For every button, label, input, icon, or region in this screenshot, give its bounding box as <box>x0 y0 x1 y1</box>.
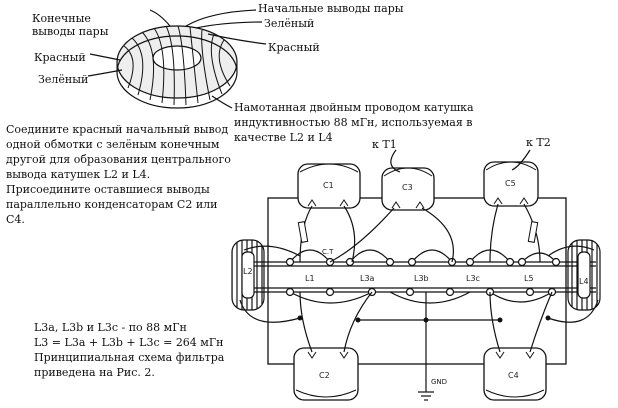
instructions-text: Соедините красный начальный вывод одной … <box>6 123 231 226</box>
coil-label-l4: L4 <box>579 277 589 286</box>
note-line: приведена на Рис. 2. <box>34 366 155 379</box>
capacitor-c2 <box>293 347 359 401</box>
capacitor-c4 <box>483 347 547 401</box>
left-green-label: Зелёный <box>38 73 89 86</box>
end-leads-label: Конечные выводы пары <box>32 12 109 38</box>
capacitor-label-c4: C4 <box>508 371 519 380</box>
capacitor-label-c1: C1 <box>323 181 334 190</box>
resistor-left <box>297 221 309 243</box>
inductor-label-l3a: L3a <box>360 274 375 283</box>
note-line: L3a, L3b и L3c - по 88 мГн <box>34 321 187 334</box>
toroid-description: Намотанная двойным проводом катушка инду… <box>234 101 474 144</box>
ground-icon <box>418 378 434 401</box>
capacitor-label-c3: C3 <box>402 183 413 192</box>
ground-label: GND <box>431 378 447 386</box>
bus-rails <box>244 261 596 293</box>
note-line: Принципиальная схема фильтра <box>34 351 225 364</box>
right-red-label: Красный <box>268 41 320 54</box>
capacitor-label-c2: C2 <box>319 371 330 380</box>
inductor-label-l5: L5 <box>524 274 534 283</box>
start-leads-label: Начальные выводы пары <box>258 2 404 15</box>
inductor-label-l3c: L3c <box>466 274 480 283</box>
left-red-label: Красный <box>34 51 86 64</box>
inductor-label-l1: L1 <box>305 274 315 283</box>
resistor-right <box>527 221 539 243</box>
coil-l2 <box>231 239 265 311</box>
coil-l4 <box>567 239 601 311</box>
center-tap-label: C.T <box>322 248 334 256</box>
inductor-label-l3b: L3b <box>414 274 429 283</box>
toroid-coil <box>87 9 267 109</box>
coil-label-l2: L2 <box>243 267 253 276</box>
to-t1-label: к T1 <box>372 138 397 151</box>
notes-block: L3a, L3b и L3c - по 88 мГн L3 = L3a + L3… <box>34 320 264 380</box>
right-green-label: Зелёный <box>264 17 315 30</box>
note-line: L3 = L3a + L3b + L3c = 264 мГн <box>34 336 224 349</box>
to-t2-label: к T2 <box>526 136 551 149</box>
capacitor-label-c5: C5 <box>505 179 516 188</box>
